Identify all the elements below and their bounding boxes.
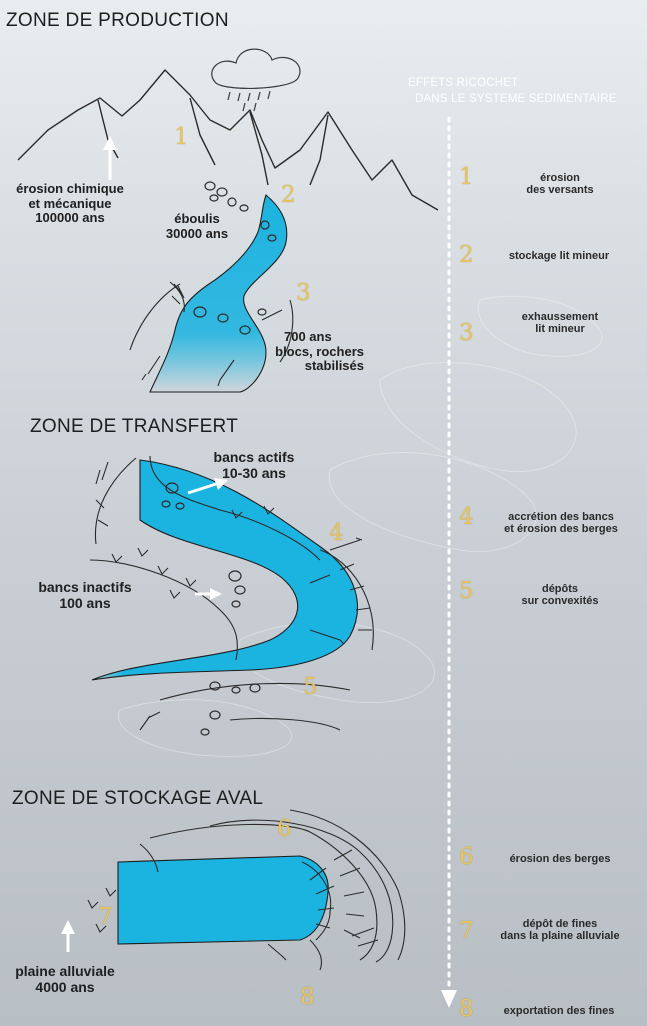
diagram-number-1: 1 — [174, 124, 189, 150]
effect-text-5: dépôts sur convexités — [521, 583, 599, 608]
effect-number-5: 5 — [459, 578, 474, 604]
diagram-number-8: 8 — [300, 984, 315, 1010]
effect-number-8: 8 — [459, 996, 474, 1022]
label-bancs-inactifs: bancs inactifs 100 ans — [38, 579, 132, 611]
label-bancs-actifs: bancs actifs 10-30 ans — [213, 449, 295, 481]
effect-number-2: 2 — [459, 242, 474, 268]
river-stockage — [117, 855, 329, 945]
effects-header-line1: EFFETS RICOCHET — [408, 77, 519, 89]
effects-arrow — [441, 116, 457, 1008]
label-blocs: 700 ans blocs, rochers stabilisés — [275, 329, 364, 374]
effect-text-6: érosion des berges — [509, 853, 611, 865]
effect-number-7: 7 — [459, 918, 474, 944]
river-transfert — [91, 459, 358, 681]
diagram-number-3: 3 — [296, 280, 311, 306]
diagram-number-6: 6 — [277, 816, 292, 842]
effect-text-2: stockage lit mineur — [508, 250, 610, 262]
vegetation-marks — [87, 505, 275, 943]
label-erosion-chimique: érosion chimique et mécanique 100000 ans — [16, 181, 124, 226]
zone-title-production: ZONE DE PRODUCTION — [6, 10, 229, 31]
label-plaine-alluviale: plaine alluviale 4000 ans — [15, 963, 115, 995]
effect-number-1: 1 — [459, 164, 474, 190]
effect-text-1: érosion des versants — [526, 172, 594, 197]
effects-header-line2: DANS LE SYSTEME SEDIMENTAIRE — [415, 93, 617, 105]
effect-text-4: accrétion des bancs et érosion des berge… — [504, 511, 618, 536]
effect-text-3: exhaussement lit mineur — [521, 311, 599, 336]
effect-number-6: 6 — [459, 844, 474, 870]
label-eboulis: éboulis 30000 ans — [165, 211, 229, 241]
rain-cloud — [211, 48, 301, 112]
up-arrow-erosion — [103, 136, 117, 180]
diagram-number-5: 5 — [303, 674, 318, 700]
production-banks — [129, 281, 294, 387]
diagram-number-7: 7 — [98, 904, 113, 930]
stockage-banks — [139, 809, 406, 971]
river-production — [149, 194, 288, 393]
zone-title-stockage: ZONE DE STOCKAGE AVAL — [12, 788, 264, 809]
white-arrows — [61, 478, 228, 952]
rocks-production — [193, 181, 277, 335]
zone-title-transfert: ZONE DE TRANSFERT — [30, 416, 239, 437]
effect-text-7: dépôt de fines dans la plaine alluviale — [500, 918, 620, 943]
diagram-number-2: 2 — [281, 182, 296, 208]
rocks-transfert — [161, 482, 261, 736]
effect-text-8: exportation des fines — [503, 1005, 615, 1017]
diagram-number-4: 4 — [329, 520, 344, 546]
effect-number-4: 4 — [459, 504, 474, 530]
transfert-banks — [89, 455, 374, 731]
effect-number-3: 3 — [459, 320, 474, 346]
